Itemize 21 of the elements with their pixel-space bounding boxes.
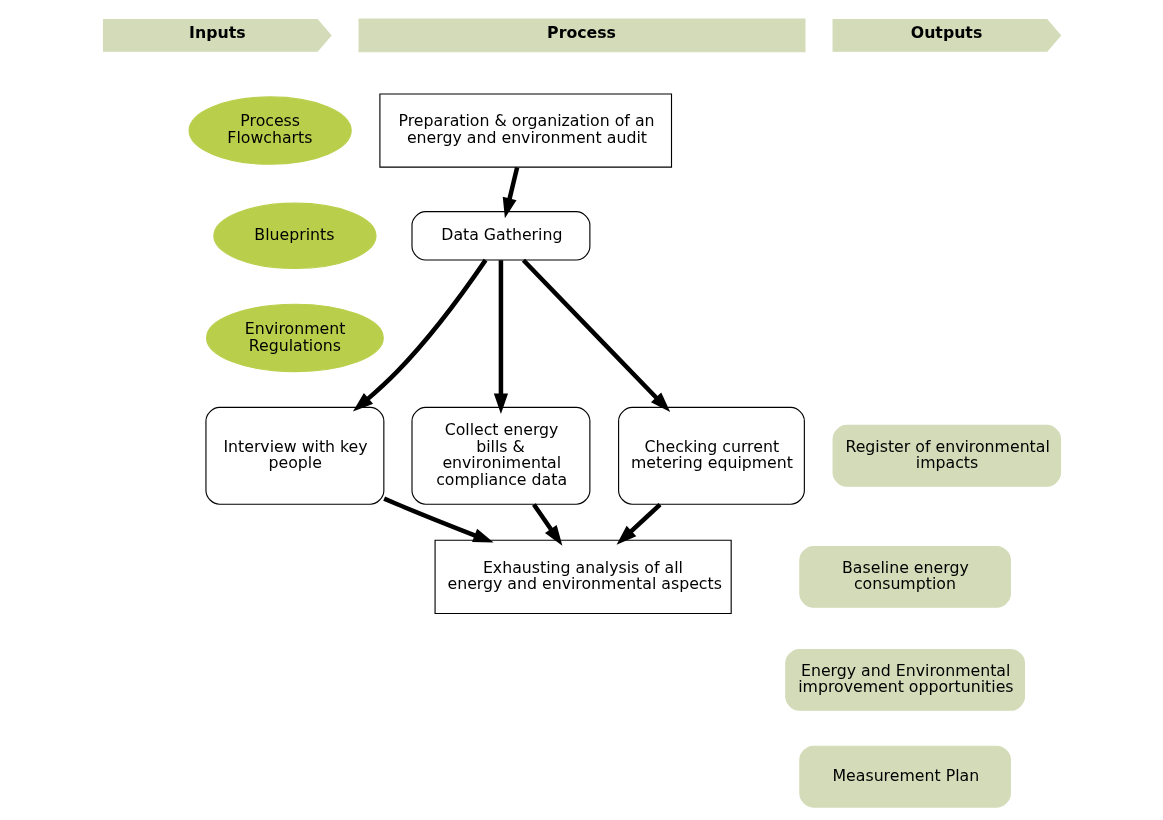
node-box: Data Gathering xyxy=(410,211,590,261)
arrow xyxy=(531,503,562,546)
node-ellipse: Environment Regulations xyxy=(205,303,384,373)
node-box: Process xyxy=(358,18,805,53)
node-box: Checking current metering equipment xyxy=(617,406,805,505)
node-ellipse: Blueprints xyxy=(212,202,377,270)
arrow xyxy=(493,260,508,414)
node-ellipse: Process Flowcharts xyxy=(188,96,352,165)
node-box: Preparation & organization of an energy and environment audit xyxy=(378,93,672,168)
node-box: Baseline energy consumption xyxy=(798,545,1011,608)
arrow xyxy=(616,502,662,545)
arrow xyxy=(521,258,670,413)
node-box: Energy and Environmental improvement opportunities xyxy=(784,648,1025,711)
node-box: Interview with key people xyxy=(204,406,384,505)
arrow xyxy=(502,166,519,219)
arrow xyxy=(352,258,487,412)
arrow xyxy=(382,496,494,543)
node-box: Exhausting analysis of all energy and environmental aspects xyxy=(434,539,732,614)
node-box: Measurement Plan xyxy=(798,745,1011,808)
node-box: Collect energy bills & environimental compliance data xyxy=(410,406,590,505)
node-box: Register of environmental impacts xyxy=(832,424,1061,487)
